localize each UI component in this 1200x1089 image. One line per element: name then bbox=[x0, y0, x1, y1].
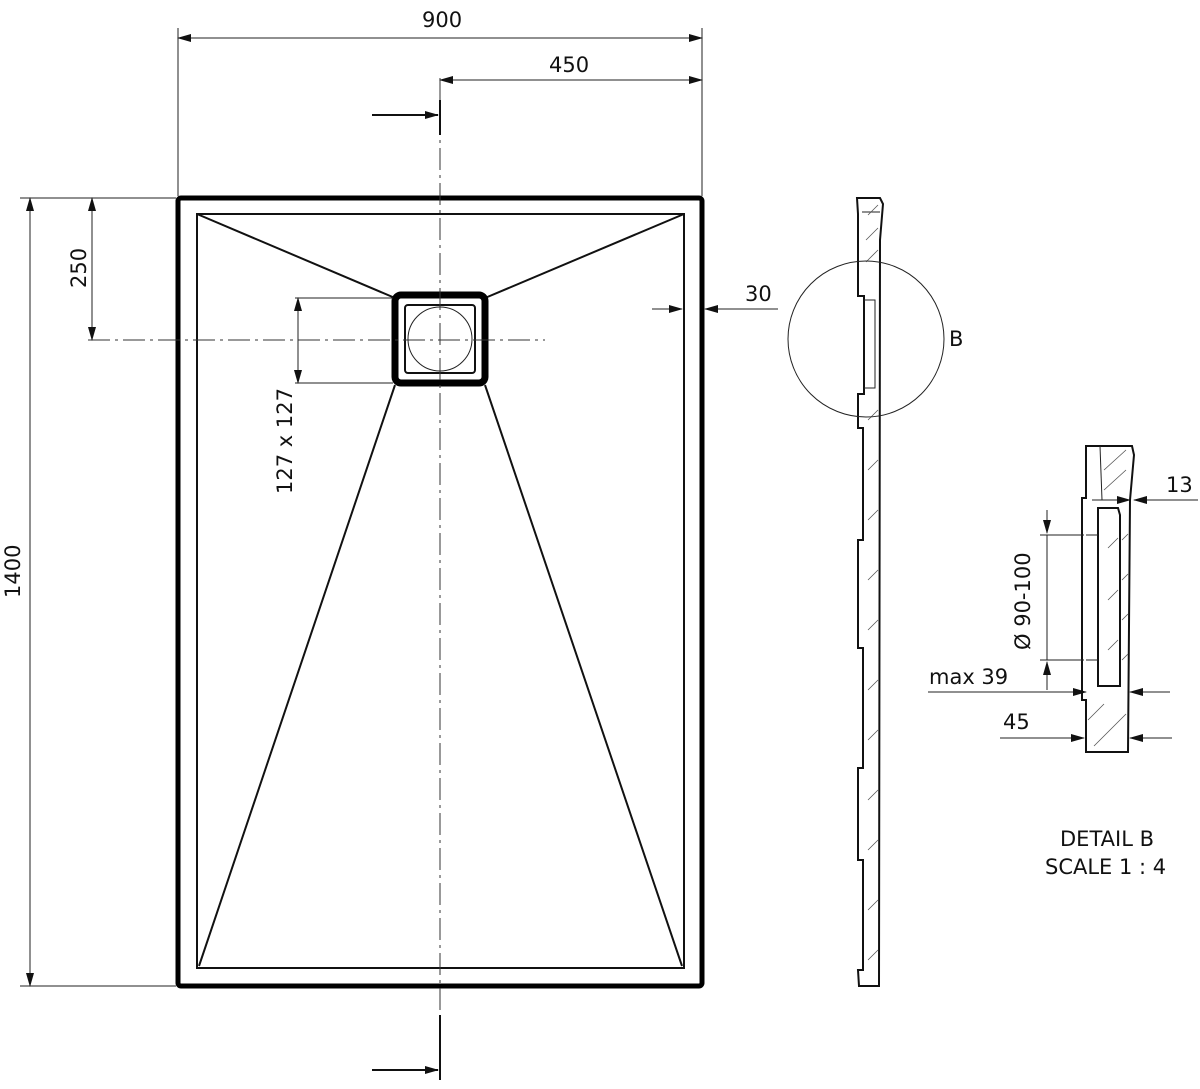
dimension-900: 900 bbox=[177, 8, 703, 196]
dim-drain-size-label: 127 x 127 bbox=[273, 388, 297, 494]
section-arrow-bottom bbox=[372, 1015, 441, 1080]
section-hatch bbox=[865, 204, 879, 961]
dimension-45: 45 bbox=[1000, 710, 1172, 742]
section-arrow-top bbox=[372, 100, 441, 135]
dim-13-label: 13 bbox=[1166, 473, 1193, 497]
dim-450-label: 450 bbox=[549, 53, 589, 77]
dimension-13: 13 bbox=[1092, 473, 1198, 504]
dim-45-label: 45 bbox=[1003, 710, 1030, 734]
section-view: B bbox=[787, 197, 963, 987]
dimension-450: 450 bbox=[439, 53, 703, 84]
dim-1400-label: 1400 bbox=[1, 545, 25, 598]
dim-30-label: 30 bbox=[745, 282, 772, 306]
detail-scale: SCALE 1 : 4 bbox=[1045, 855, 1166, 879]
slope-lines bbox=[196, 213, 685, 967]
detail-b-view: 13 Ø 90-100 max 39 45 DETAIL B SCALE 1 :… bbox=[928, 445, 1198, 879]
section-profile bbox=[855, 197, 885, 987]
detail-marker-label: B bbox=[949, 327, 963, 351]
dimension-1400: 1400 bbox=[1, 197, 176, 987]
detail-hatch bbox=[1087, 449, 1129, 747]
dim-900-label: 900 bbox=[422, 8, 462, 32]
dimension-outlet-diameter: Ø 90-100 bbox=[1011, 510, 1084, 690]
dim-250-label: 250 bbox=[67, 248, 91, 288]
plan-view: 900 450 1400 250 127 x 127 bbox=[1, 8, 778, 1080]
dimension-max-39: max 39 bbox=[928, 665, 1170, 696]
dim-max-39-label: max 39 bbox=[929, 665, 1008, 689]
dimension-30: 30 bbox=[652, 282, 778, 313]
detail-b-circle bbox=[787, 260, 945, 418]
detail-profile bbox=[1081, 445, 1136, 753]
dimension-250: 250 bbox=[67, 197, 96, 341]
dim-outlet-diameter-label: Ø 90-100 bbox=[1011, 552, 1035, 650]
dimension-drain-size: 127 x 127 bbox=[273, 297, 393, 494]
detail-title: DETAIL B bbox=[1060, 827, 1154, 851]
